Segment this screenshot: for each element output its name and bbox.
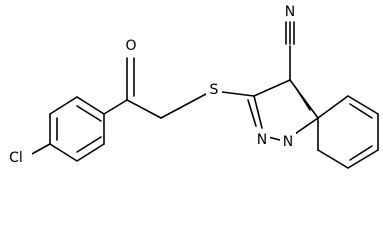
nitrile-nitrogen-mask: [282, 2, 298, 20]
bond-c3-c3a: [289, 79, 319, 119]
bond-ring1-b: [49, 96, 78, 115]
bond-c3a-n: [291, 117, 319, 137]
carbonyl-oxygen-mask: [123, 36, 139, 54]
atom-labels: O S N Cl N N: [2, 2, 298, 166]
bond-ch2-s: [160, 93, 207, 119]
bond-c6-c7: [347, 149, 379, 169]
bond-ring1-a: [76, 96, 105, 115]
bond-c3a-c4: [317, 95, 349, 119]
bond-c3-c3a-inner: [295, 87, 311, 111]
bond-ring1-e: [76, 143, 105, 162]
carbonyl-oxygen-label: O: [125, 38, 136, 54]
bond-c4-c5-inner: [349, 103, 373, 119]
nitrile-nitrogen-label: N: [285, 4, 295, 20]
bond-c6-c7-inner: [349, 145, 373, 161]
bridgehead-nitrogen-mask: [280, 132, 296, 150]
bond-ring-carbonyl: [103, 99, 128, 115]
bond-c2-c3: [253, 79, 291, 97]
bond-c4-c5: [347, 95, 379, 115]
sulfur-mask: [206, 80, 222, 98]
chemical-structure-diagram: O S N Cl N N: [2, 2, 379, 169]
bridgehead-nitrogen-label: N: [283, 134, 293, 150]
bond-carbonyl-ch2: [126, 99, 162, 119]
chlorine-mask: [2, 148, 32, 166]
chlorine-label: Cl: [9, 150, 23, 166]
pyrazole-nitrogen-label: N: [257, 132, 267, 148]
sulfur-label: S: [210, 82, 219, 98]
bond-c-cl: [29, 143, 51, 156]
bond-n-c2-1: [253, 95, 263, 129]
bond-n-c2-2: [247, 99, 257, 127]
bond-ring1-a-inner: [76, 105, 102, 122]
bond-ring1-e-inner: [76, 136, 102, 153]
pyrazole-nitrogen-mask: [254, 130, 270, 148]
bond-ring1-d: [49, 143, 78, 162]
bond-lines: [29, 21, 379, 169]
bond-c7-n: [317, 149, 349, 169]
bond-s-c2: [221, 91, 255, 97]
